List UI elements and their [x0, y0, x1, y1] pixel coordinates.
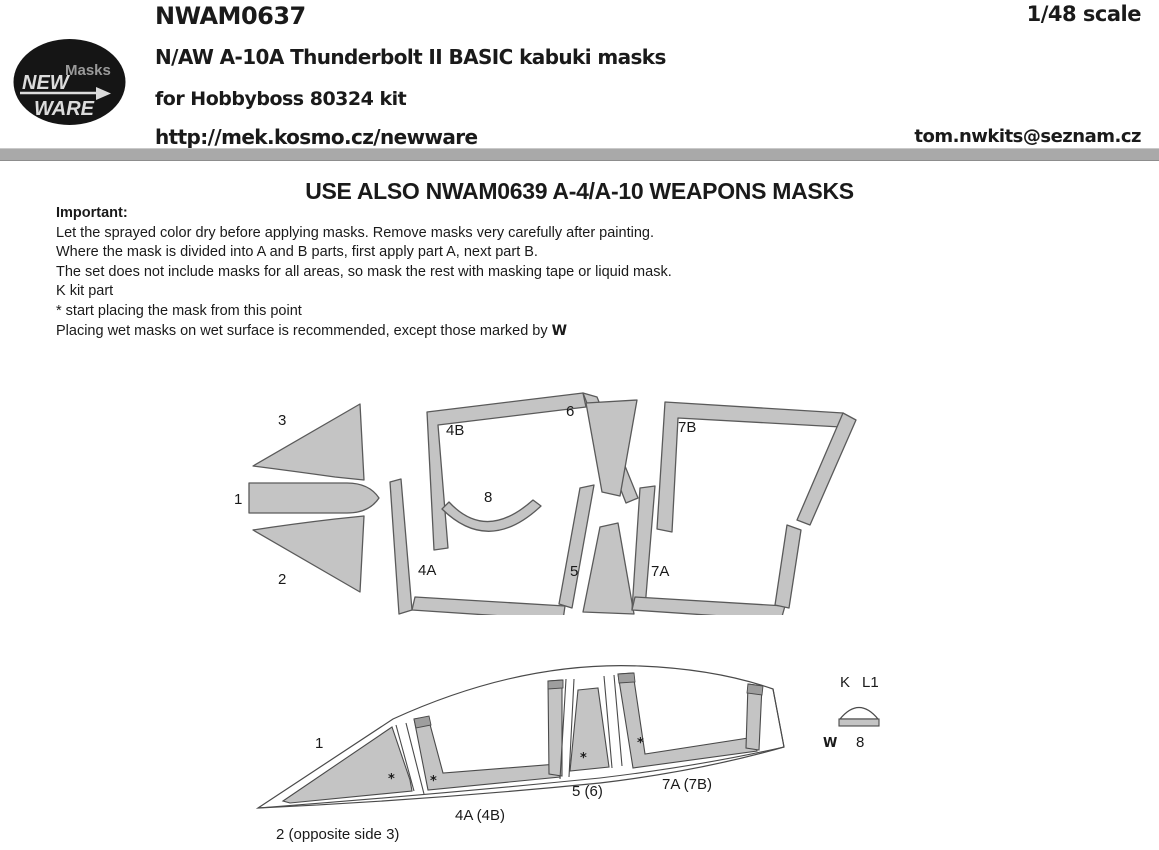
canopy-frame-front-top [413, 715, 432, 729]
mask-part-4a [411, 596, 566, 615]
detail-kit-label: K [840, 674, 850, 691]
mask-part-7a-right [774, 524, 802, 609]
instructions-heading: Important: [56, 205, 128, 221]
newware-logo: NEW WARE Masks [12, 37, 127, 127]
logo-word-ware: WARE [34, 98, 95, 120]
mask-part-5 [582, 522, 635, 615]
mask-part-6 [585, 399, 638, 497]
canopy-profile-diagram: * * * * 1 2 (opposite side 3) 4A (4B) 5 … [255, 665, 880, 843]
instruction-line-wet: Placing wet masks on wet surface is reco… [56, 322, 672, 342]
mask-label-7b: 7B [678, 419, 696, 436]
kit-label: for Hobbyboss 80324 kit [155, 88, 407, 110]
instructions-block: Important: Let the sprayed color dry bef… [56, 204, 672, 341]
canopy-mask-5 [569, 687, 610, 772]
wet-mask-glyph: W [551, 322, 568, 339]
detail-dome-part [838, 706, 880, 727]
mask-part-4-right [558, 484, 595, 609]
canopy-lower-edge [257, 746, 785, 809]
mask-label-4b: 4B [446, 422, 464, 439]
product-title: N/AW A-10A Thunderbolt II BASIC kabuki m… [155, 45, 666, 69]
scale-label: 1/48 scale [1026, 2, 1142, 26]
logo-word-new: NEW [22, 72, 71, 94]
canopy-frame-7b-top [617, 672, 636, 684]
canopy-frame-7a-top [746, 683, 764, 696]
star-marker-3: * [580, 751, 587, 766]
star-marker-1: * [388, 772, 395, 787]
instruction-line-4: K kit part [56, 283, 114, 300]
canopy-rear-edge [772, 688, 785, 748]
instruction-line-1: Let the sprayed color dry before applyin… [56, 224, 654, 241]
canopy-label-5: 5 (6) [572, 783, 603, 800]
star-marker-4: * [637, 736, 644, 751]
mask-label-3: 3 [278, 412, 286, 429]
mask-part-3 [252, 403, 365, 481]
canopy-label-2: 2 (opposite side 3) [276, 826, 399, 843]
canopy-divider-2 [603, 674, 623, 769]
header-divider [0, 148, 1159, 161]
star-marker-2: * [430, 774, 437, 789]
use-also-banner: USE ALSO NWAM0639 A-4/A-10 WEAPONS MASKS [305, 178, 854, 204]
mask-parts-diagram: 3 1 2 4B 4A 8 6 5 7B 7A [234, 392, 857, 615]
website-link[interactable]: http://mek.kosmo.cz/newware [155, 125, 478, 149]
canopy-strut-front [395, 722, 425, 795]
logo-arrowhead-icon [96, 87, 111, 100]
canopy-mask-1 [281, 726, 413, 804]
mask-part-1 [248, 482, 380, 514]
instruction-line-3: The set does not include masks for all a… [56, 263, 672, 280]
detail-wet-glyph: W [823, 736, 837, 751]
logo-word-masks: Masks [65, 62, 111, 79]
wet-line-text: Placing wet masks on wet surface is reco… [56, 322, 552, 339]
detail-mask-number: 8 [856, 734, 864, 751]
canopy-mask-7a [617, 672, 758, 769]
mask-label-6: 6 [566, 403, 574, 420]
product-code: NWAM0637 [155, 2, 306, 30]
mask-label-2: 2 [278, 571, 286, 588]
email-link[interactable]: tom.nwkits@seznam.cz [914, 126, 1141, 147]
mask-part-4a-strut [389, 478, 413, 615]
canopy-mask-4a-right [547, 679, 563, 777]
mask-label-8: 8 [484, 489, 492, 506]
canopy-frame-4a-top [547, 679, 564, 690]
instruction-line-5: * start placing the mask from this point [56, 302, 302, 319]
canopy-divider-1 [559, 678, 575, 780]
instruction-line-2: Where the mask is divided into A and B p… [56, 244, 538, 261]
canopy-label-7a: 7A (7B) [662, 776, 712, 793]
mask-label-7a: 7A [651, 563, 669, 580]
mask-part-7b-right [796, 412, 857, 526]
logo-ellipse [13, 39, 126, 125]
mask-label-1: 1 [234, 491, 242, 508]
mask-part-8 [441, 499, 542, 532]
canopy-label-1: 1 [315, 735, 323, 752]
mask-part-7a-left [631, 485, 656, 611]
canopy-label-4a: 4A (4B) [455, 807, 505, 824]
mask-part-7a [631, 596, 786, 615]
mask-label-4a: 4A [418, 562, 436, 579]
mask-label-5: 5 [570, 563, 578, 580]
detail-part-label: L1 [862, 674, 879, 691]
mask-part-2 [252, 515, 365, 593]
